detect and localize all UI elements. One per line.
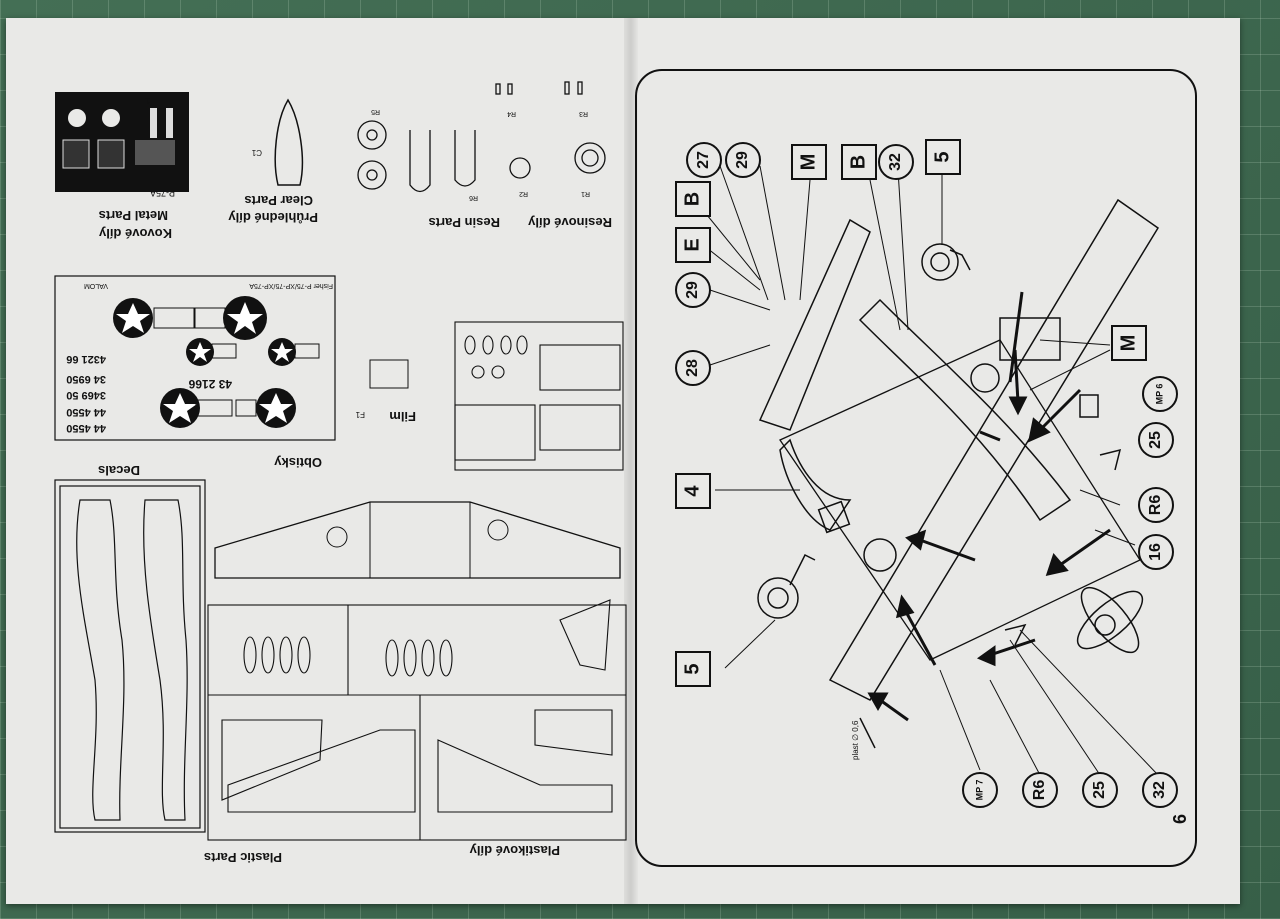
clear-parts-title-en: Clear Parts bbox=[244, 193, 313, 208]
decal-sheet bbox=[54, 275, 336, 441]
resin-part-label: R2 bbox=[519, 190, 528, 197]
airplane-drawing bbox=[757, 198, 1160, 749]
decal-serial: 44 4550 bbox=[66, 422, 106, 434]
sprue-small bbox=[454, 321, 624, 471]
callout-e: E bbox=[681, 238, 703, 251]
callout-b2: B bbox=[681, 192, 703, 206]
resin-part-label: R3 bbox=[579, 110, 588, 117]
callout-25b: 25 bbox=[1091, 781, 1108, 799]
resin-part-label: R6 bbox=[469, 194, 478, 201]
callout-32b: 32 bbox=[1151, 781, 1168, 799]
leader-lines bbox=[706, 165, 1159, 776]
decal-serial: 4321 66 bbox=[66, 353, 106, 365]
film-part bbox=[369, 359, 409, 389]
callout-m: M bbox=[797, 154, 819, 171]
resin-parts bbox=[357, 81, 606, 193]
film-label: Film bbox=[389, 409, 416, 424]
callout-5b: 5 bbox=[681, 663, 703, 674]
callout-29b: 29 bbox=[684, 281, 701, 299]
page-number: 6 bbox=[1170, 814, 1190, 824]
metal-parts-fret bbox=[55, 92, 189, 192]
metal-parts-title-cz: Kovové díly bbox=[98, 226, 172, 241]
callout-28: 28 bbox=[684, 359, 701, 377]
decal-brand: VALOM bbox=[84, 282, 108, 289]
decal-serial: 34 6950 bbox=[66, 373, 106, 385]
callout-16: 16 bbox=[1147, 543, 1164, 561]
plastic-rod-note: plast ∅ 0,6 bbox=[851, 720, 860, 760]
plastikove-dily-title: Plastikové díly bbox=[469, 843, 560, 858]
film-part-number: F1 bbox=[355, 410, 365, 419]
plastic-parts-title: Plastic Parts bbox=[204, 850, 282, 865]
callout-25: 25 bbox=[1147, 431, 1164, 449]
stabilizer-part bbox=[214, 501, 621, 579]
decal-serial: 3469 50 bbox=[66, 389, 106, 401]
callout-mp7: MP 7 bbox=[974, 780, 984, 801]
callout-b: B bbox=[847, 155, 869, 169]
clear-canopy-part bbox=[274, 98, 304, 186]
metal-fret-numbers: 1 bbox=[145, 96, 150, 105]
fuselage-sprue bbox=[54, 479, 206, 833]
obtisky-title: Obtisky bbox=[274, 455, 322, 470]
callout-5: 5 bbox=[931, 151, 953, 162]
clear-part-label: C1 bbox=[251, 148, 262, 157]
assembly-frame bbox=[635, 69, 1197, 867]
decal-subtitle: Fisher P-75/XP-75/XP-75A bbox=[249, 282, 333, 289]
sprue-large bbox=[207, 599, 627, 841]
resin-part-label: R5 bbox=[371, 108, 380, 115]
resin-parts-title-en: Resin Parts bbox=[428, 215, 500, 230]
callout-r6: R6 bbox=[1147, 495, 1164, 516]
clear-parts-title-cz: Průhledné díly bbox=[228, 210, 318, 225]
callout-27: 27 bbox=[695, 151, 712, 169]
callout-r6b: R6 bbox=[1031, 780, 1048, 801]
decal-serial: 43 2166 bbox=[188, 377, 232, 391]
assembly-arrows bbox=[867, 291, 1111, 722]
callout-32: 32 bbox=[887, 153, 904, 171]
callouts bbox=[675, 139, 1178, 808]
decals-title: Decals bbox=[98, 463, 140, 478]
callout-m2: M bbox=[1117, 335, 1139, 352]
callout-mp6: MP 6 bbox=[1154, 384, 1164, 405]
metal-parts-title-en: Metal Parts bbox=[99, 208, 168, 223]
decal-serial: 44 4550 bbox=[66, 406, 106, 418]
resin-part-label: R1 bbox=[581, 190, 590, 197]
resin-part-label: R4 bbox=[507, 110, 516, 117]
callout-4: 4 bbox=[681, 485, 703, 497]
metal-fret-label: P-75A bbox=[150, 188, 175, 198]
sheet-fold bbox=[624, 18, 638, 904]
resin-parts-title: Resinové díly bbox=[527, 215, 612, 230]
callout-29: 29 bbox=[734, 151, 751, 169]
